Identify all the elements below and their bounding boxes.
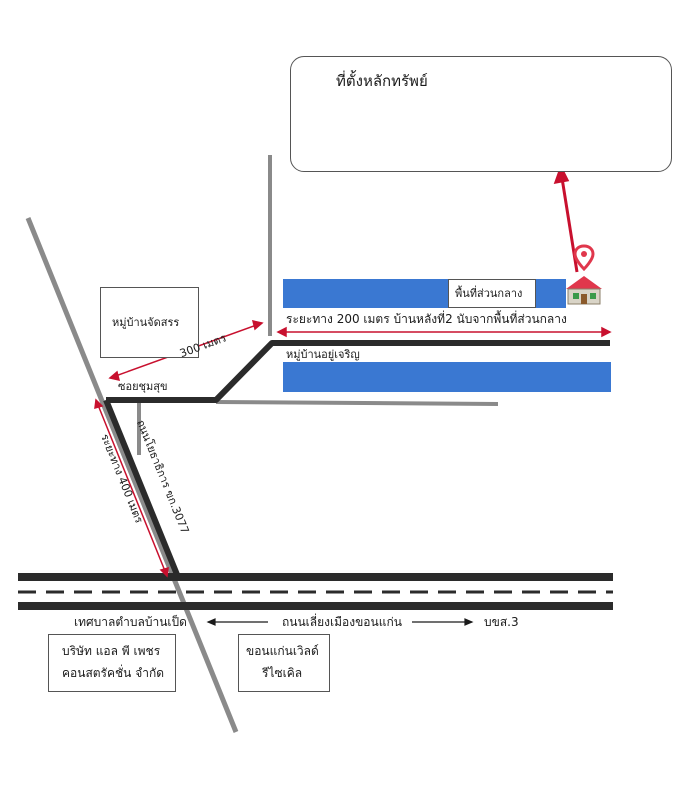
bypass-road-label: ถนนเลี่ยงเมืองขอนแก่น <box>282 615 402 629</box>
property-location-title: ที่ตั้งหลักทรัพย์ <box>336 72 428 90</box>
house-icon <box>566 276 602 305</box>
location-pin-icon <box>573 244 595 272</box>
highway-top-line <box>18 573 613 581</box>
dim-400m <box>94 398 169 578</box>
dim-200m <box>276 326 612 338</box>
water-channel-south <box>283 362 611 392</box>
dist-200m-label: ระยะทาง 200 เมตร บ้านหลังที่2 นับจากพื้น… <box>286 312 567 326</box>
village-jatsorn-label: หมู่บ้านจัดสรร <box>112 316 180 329</box>
bks3-label: บขส.3 <box>484 615 519 629</box>
village-yucharoen-label: หมู่บ้านอยู่เจริญ <box>286 348 360 361</box>
municipality-label: เทศบาลตำบลบ้านเป็ด <box>74 615 187 629</box>
diagonal-road-west <box>25 217 239 733</box>
highway-arrows <box>206 618 474 626</box>
soi-chumsuk-label: ซอยชุมสุข <box>118 380 168 393</box>
property-location-box <box>290 56 672 172</box>
access-road-diagonal <box>103 398 181 579</box>
company-box <box>48 634 176 692</box>
khonkaen-world-line1: ขอนแก่นเวิลด์ <box>246 644 319 658</box>
highway-bottom-line <box>18 602 613 610</box>
khonkaen-world-box <box>238 634 330 692</box>
company-line1: บริษัท แอล พี เพชร <box>62 644 161 658</box>
access-road <box>106 340 610 403</box>
water-channel-north <box>283 279 448 308</box>
khonkaen-world-line2: รีไซเคิล <box>262 666 303 680</box>
company-line2: คอนสตรัคชั่น จำกัด <box>62 666 165 680</box>
common-area-box <box>448 279 536 308</box>
common-area-label: พื้นที่ส่วนกลาง <box>455 287 523 300</box>
village-jatsorn-box <box>100 287 199 358</box>
water-channel-north-right <box>536 279 566 308</box>
grey-road-east <box>215 400 499 406</box>
